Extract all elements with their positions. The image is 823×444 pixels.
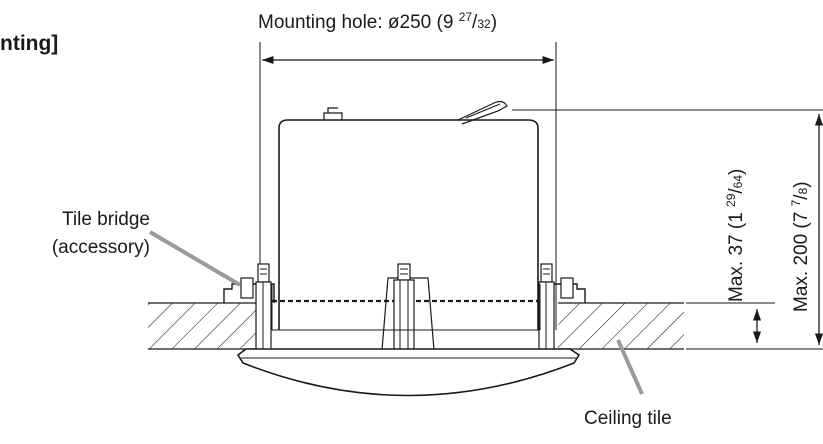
tile-bridge-label-line1: Tile bridge	[62, 209, 150, 230]
mounting-hole-label: Mounting hole: ø250 (9 27/32)	[258, 10, 497, 33]
section-heading: nting]	[0, 32, 58, 55]
tile-bridge-leader	[148, 230, 242, 287]
clamp-screw-right	[538, 263, 555, 351]
ceiling-tile-leader	[616, 339, 644, 395]
height-dimensions	[512, 109, 823, 350]
max-200-label: Max. 200 (7 7/8)	[789, 181, 812, 312]
clamp-screw-left	[255, 263, 272, 351]
tile-bridge-label-line2: (accessory)	[52, 237, 150, 258]
speaker-grille	[236, 348, 581, 397]
speaker-back-box	[278, 100, 539, 330]
ceiling-tile	[148, 302, 684, 350]
clamp-screw-center	[381, 263, 435, 351]
max-37-label: Max. 37 (1 29/64)	[724, 169, 747, 302]
ceiling-tile-label: Ceiling tile	[584, 408, 672, 429]
tile-bridge-left	[223, 277, 275, 303]
